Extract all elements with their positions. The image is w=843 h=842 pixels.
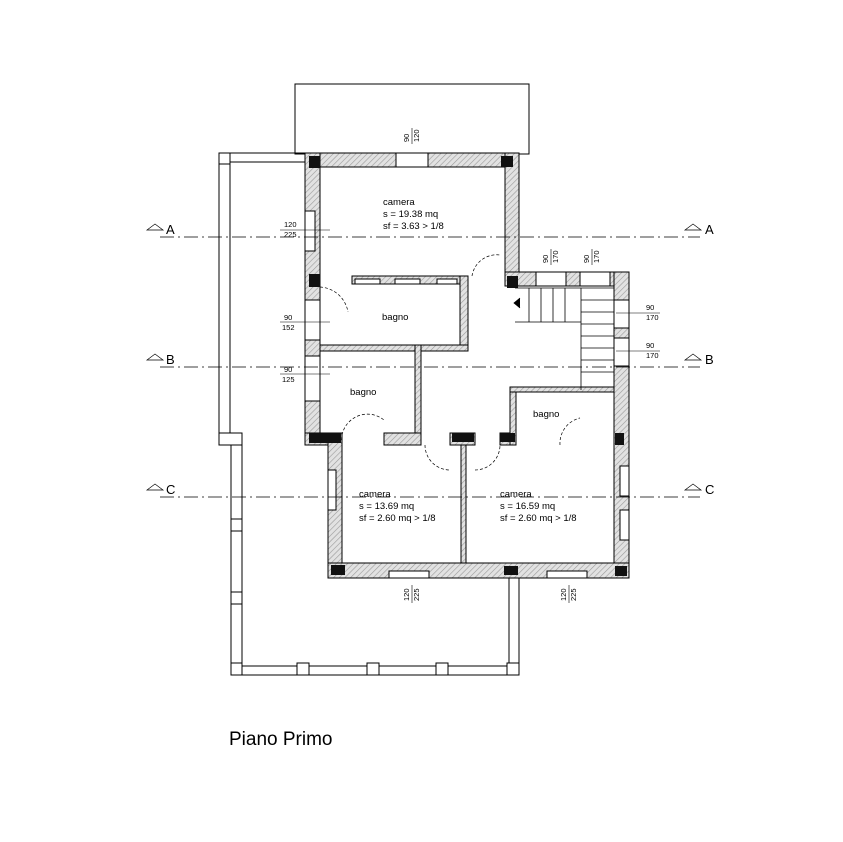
room-ratio-camera-right: sf = 2.60 mq > 1/8 xyxy=(500,513,577,524)
svg-text:90: 90 xyxy=(541,255,550,263)
room-ratio-camera-left: sf = 2.60 mq > 1/8 xyxy=(359,513,436,524)
svg-text:170: 170 xyxy=(551,250,560,263)
section-label-b-right: B xyxy=(705,352,714,367)
svg-text:90: 90 xyxy=(646,341,654,350)
svg-text:170: 170 xyxy=(592,250,601,263)
svg-text:90: 90 xyxy=(284,365,292,374)
svg-text:120: 120 xyxy=(402,588,411,601)
room-name-camera-right: camera xyxy=(500,489,532,500)
dimension-right-1: 90 170 xyxy=(616,303,660,322)
svg-text:90: 90 xyxy=(582,255,591,263)
svg-text:170: 170 xyxy=(646,351,659,360)
door-swings xyxy=(319,254,581,471)
section-markers xyxy=(145,223,703,491)
svg-text:225: 225 xyxy=(569,588,578,601)
section-lines xyxy=(160,236,700,498)
section-label-a-left: A xyxy=(166,222,175,237)
dimension-top: 90 120 xyxy=(402,128,421,144)
dimension-left-2: 90 152 xyxy=(280,313,330,332)
svg-text:120: 120 xyxy=(412,129,421,142)
room-name-camera-left: camera xyxy=(359,489,391,500)
section-label-c-left: C xyxy=(166,482,175,497)
dimension-left-1: 120 225 xyxy=(280,220,330,239)
room-area-camera-left: s = 13.69 mq xyxy=(359,501,414,512)
room-name-bagno-lower: bagno xyxy=(350,387,376,398)
section-label-a-right: A xyxy=(705,222,714,237)
svg-text:120: 120 xyxy=(559,588,568,601)
plan-title: Piano Primo xyxy=(229,729,333,750)
room-name-bagno-right: bagno xyxy=(533,409,559,420)
svg-text:90: 90 xyxy=(284,313,292,322)
svg-text:120: 120 xyxy=(284,220,297,229)
room-area-camera-right: s = 16.59 mq xyxy=(500,501,555,512)
room-area-camera-top: s = 19.38 mq xyxy=(383,209,438,220)
dimension-left-3: 90 125 xyxy=(280,365,330,384)
dimension-bottom-1: 120 225 xyxy=(402,585,421,603)
section-label-b-left: B xyxy=(166,352,175,367)
svg-text:125: 125 xyxy=(282,375,295,384)
svg-text:225: 225 xyxy=(284,230,297,239)
svg-text:90: 90 xyxy=(646,303,654,312)
exterior-walls xyxy=(304,152,630,579)
dimension-right-2: 90 170 xyxy=(616,341,660,360)
window-openings xyxy=(304,152,630,579)
svg-text:90: 90 xyxy=(402,134,411,142)
terrace xyxy=(218,152,520,676)
svg-text:225: 225 xyxy=(412,588,421,601)
svg-text:170: 170 xyxy=(646,313,659,322)
columns xyxy=(309,156,627,576)
dimension-stair-1: 90 170 xyxy=(541,249,560,265)
staircase xyxy=(513,287,614,390)
dimension-stair-2: 90 170 xyxy=(582,249,601,265)
svg-text:152: 152 xyxy=(282,323,295,332)
room-name-camera-top: camera xyxy=(383,197,415,208)
room-name-bagno-upper: bagno xyxy=(382,312,408,323)
dimension-bottom-2: 120 225 xyxy=(559,585,578,603)
room-ratio-camera-top: sf = 3.63 > 1/8 xyxy=(383,221,444,232)
section-label-c-right: C xyxy=(705,482,714,497)
